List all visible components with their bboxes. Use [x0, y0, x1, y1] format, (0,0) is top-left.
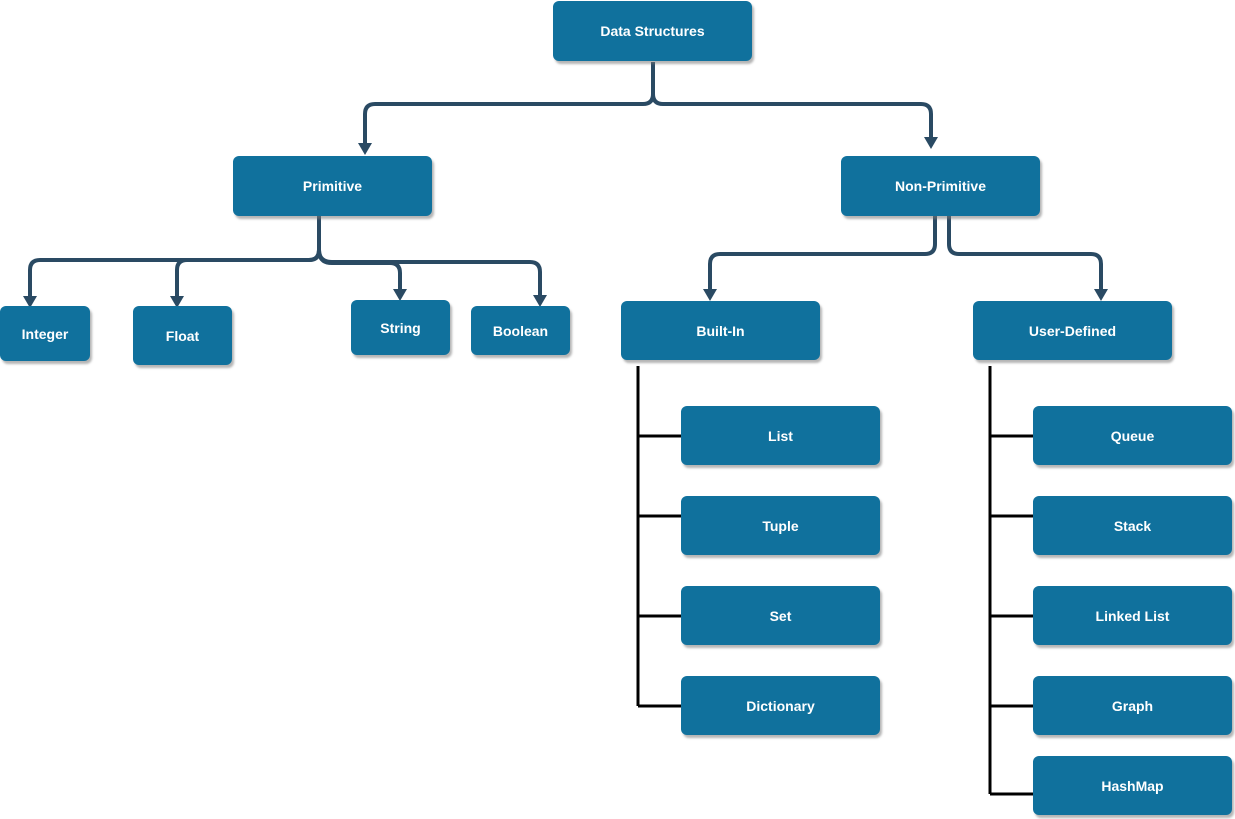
bracket-user-defined	[988, 366, 1033, 796]
node-list[interactable]: List	[681, 406, 880, 465]
node-linked-list[interactable]: Linked List	[1033, 586, 1232, 645]
node-dictionary[interactable]: Dictionary	[681, 676, 880, 735]
arrowhead-built-in	[703, 289, 717, 301]
arrowhead-primitive	[358, 143, 372, 155]
arrowhead-non-primitive	[924, 137, 938, 149]
edge-primitive-float	[175, 249, 321, 297]
node-data-structures[interactable]: Data Structures	[553, 1, 752, 61]
edge-primitive-integer	[28, 216, 321, 297]
node-string[interactable]: String	[351, 300, 450, 355]
node-primitive[interactable]: Primitive	[233, 156, 432, 216]
edge-primitive-string	[317, 249, 402, 290]
edge-non-primitive-user-defined	[947, 212, 1103, 290]
node-built-in[interactable]: Built-In	[621, 301, 820, 360]
node-float[interactable]: Float	[133, 306, 232, 365]
node-user-defined[interactable]: User-Defined	[973, 301, 1172, 360]
arrowhead-string	[393, 289, 407, 301]
node-queue[interactable]: Queue	[1033, 406, 1232, 465]
node-boolean[interactable]: Boolean	[471, 306, 570, 355]
node-hashmap[interactable]: HashMap	[1033, 756, 1232, 815]
edge-non-primitive-built-in	[708, 216, 937, 290]
bracket-built-in	[636, 366, 681, 708]
node-integer[interactable]: Integer	[0, 306, 90, 361]
node-tuple[interactable]: Tuple	[681, 496, 880, 555]
node-graph[interactable]: Graph	[1033, 676, 1232, 735]
node-set[interactable]: Set	[681, 586, 880, 645]
edge-primitive-boolean	[317, 249, 542, 296]
arrowhead-boolean	[533, 295, 547, 307]
arrowhead-float	[170, 296, 184, 308]
edge-root-primitive	[363, 62, 655, 145]
arrowhead-integer	[23, 296, 37, 308]
edge-root-non-primitive	[651, 62, 933, 139]
node-stack[interactable]: Stack	[1033, 496, 1232, 555]
node-non-primitive[interactable]: Non-Primitive	[841, 156, 1040, 216]
arrowhead-user-defined	[1094, 289, 1108, 301]
